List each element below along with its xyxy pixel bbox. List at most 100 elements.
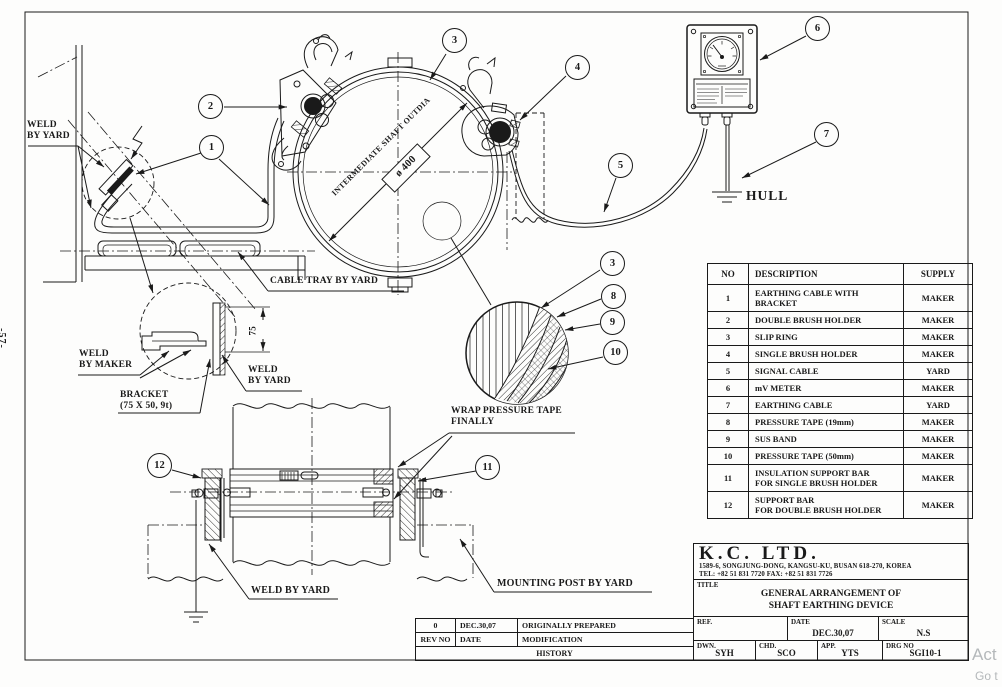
drg-no-value: SGI10-1 — [909, 648, 942, 658]
part-description: EARTHING CABLE — [748, 396, 904, 414]
part-description: EARTHING CABLE WITH BRACKET — [748, 284, 904, 312]
shaft-side-view — [170, 398, 455, 575]
part-supply: MAKER — [903, 379, 973, 397]
part-supply: YARD — [903, 362, 973, 380]
part-supply: MAKER — [903, 413, 973, 431]
rev-value: 0 — [416, 619, 456, 632]
part-description: mV METER — [748, 379, 904, 397]
label-dim-75: 75 — [247, 326, 258, 336]
label-weld-by-maker: WELD BY MAKER — [79, 349, 133, 370]
part-no: 3 — [707, 328, 749, 346]
chd-value: SCO — [777, 648, 796, 658]
title-block-sign-row: DWN. SYH CHD. SCO APP. YTS DRG NO SGI10-… — [694, 641, 968, 660]
part-no: 1 — [707, 284, 749, 312]
part-supply: MAKER — [903, 491, 973, 519]
history-date-label: DATE — [456, 633, 518, 646]
history-title-row: HISTORY — [416, 647, 693, 660]
support-bar-right — [397, 468, 652, 593]
part-no: 6 — [707, 379, 749, 397]
modification-label: MODIFICATION — [522, 635, 583, 644]
title-block-title-section: TITLE GENERAL ARRANGEMENT OF SHAFT EARTH… — [694, 580, 968, 617]
mv-meter — [686, 24, 807, 126]
app-label: APP. — [821, 642, 836, 650]
app-cell: APP. YTS — [818, 641, 883, 660]
label-weld-by-yard-detail: WELD BY YARD — [248, 365, 291, 386]
callout-3: 3 — [442, 28, 467, 53]
history-title: HISTORY — [536, 649, 573, 658]
company-contact: TEL: +82 51 831 7720 FAX: +82 51 831 772… — [699, 570, 833, 578]
page-number: -57- — [0, 328, 7, 349]
part-supply: MAKER — [903, 328, 973, 346]
leader-lines-top-left — [28, 104, 404, 294]
parts-header-desc: DESCRIPTION — [748, 263, 904, 285]
callout-6: 6 — [805, 16, 830, 41]
part-description: DOUBLE BRUSH HOLDER — [748, 311, 904, 329]
label-weld-by-yard-top: WELD BY YARD — [27, 120, 70, 141]
label-weld-by-yard-bottom: WELD BY YARD — [251, 585, 331, 596]
watermark-line-1: Act — [972, 645, 997, 664]
dwn-value: SYH — [715, 648, 734, 658]
label-cable-tray: CABLE TRAY BY YARD — [270, 276, 379, 286]
scale-label: SCALE — [882, 618, 906, 626]
part-supply: MAKER — [903, 447, 973, 465]
part-supply: MAKER — [903, 345, 973, 363]
title-label: TITLE — [697, 581, 719, 589]
drawing-title: GENERAL ARRANGEMENT OF SHAFT EARTHING DE… — [760, 589, 902, 611]
drg-no-cell: DRG NO SGI10-1 — [883, 641, 968, 660]
chd-label: CHD. — [759, 642, 777, 650]
parts-header-sup: SUPPLY — [903, 263, 973, 285]
earthing-cable-hull — [712, 125, 817, 203]
callout-8: 8 — [601, 284, 626, 309]
part-no: 11 — [707, 464, 749, 492]
callout-10: 10 — [603, 340, 628, 365]
part-supply: YARD — [903, 396, 973, 414]
rev-date-value: DEC.30,07 — [456, 619, 518, 632]
label-hull: HULL — [746, 188, 789, 203]
part-description: SLIP RING — [748, 328, 904, 346]
callout-1: 1 — [199, 135, 224, 160]
history-block: 0 DEC.30,07 ORIGINALLY PREPARED REV NO D… — [415, 618, 694, 661]
part-no: 9 — [707, 430, 749, 448]
part-description: PRESSURE TAPE (19mm) — [748, 413, 904, 431]
parts-header-no: NO — [707, 263, 749, 285]
part-description: SUS BAND — [748, 430, 904, 448]
scale-cell: SCALE N.S — [879, 617, 968, 640]
company-name: K.C. LTD. — [699, 543, 820, 564]
title-block: K.C. LTD. 1589-6, SONGJUNG-DONG, KANGSU-… — [693, 543, 969, 661]
rev-no-label: REV NO — [416, 633, 456, 646]
label-mounting-post: MOUNTING POST BY YARD — [497, 578, 633, 589]
part-no: 12 — [707, 491, 749, 519]
dwn-label: DWN. — [697, 642, 716, 650]
drg-no-label: DRG NO — [886, 642, 914, 650]
callout-11: 11 — [475, 455, 500, 480]
part-description: SIGNAL CABLE — [748, 362, 904, 380]
dwn-cell: DWN. SYH — [694, 641, 756, 660]
ref-label: REF. — [697, 618, 713, 626]
part-no: 2 — [707, 311, 749, 329]
double-brush-holder — [271, 34, 353, 171]
scale-value: N.S — [916, 628, 931, 638]
chd-cell: CHD. SCO — [756, 641, 818, 660]
support-bar-left — [147, 468, 338, 623]
part-no: 8 — [707, 413, 749, 431]
date-cell: DATE DEC.30,07 — [788, 617, 879, 640]
title-block-ref-row: REF. DATE DEC.30,07 SCALE N.S — [694, 617, 968, 641]
part-no: 7 — [707, 396, 749, 414]
label-bracket: BRACKET (75 X 50, 9t) — [120, 390, 173, 411]
slip-ring — [287, 52, 512, 306]
single-brush-holder — [460, 56, 567, 250]
earthing-cable — [81, 117, 285, 234]
callout-4: 4 — [565, 55, 590, 80]
part-supply: MAKER — [903, 464, 973, 492]
